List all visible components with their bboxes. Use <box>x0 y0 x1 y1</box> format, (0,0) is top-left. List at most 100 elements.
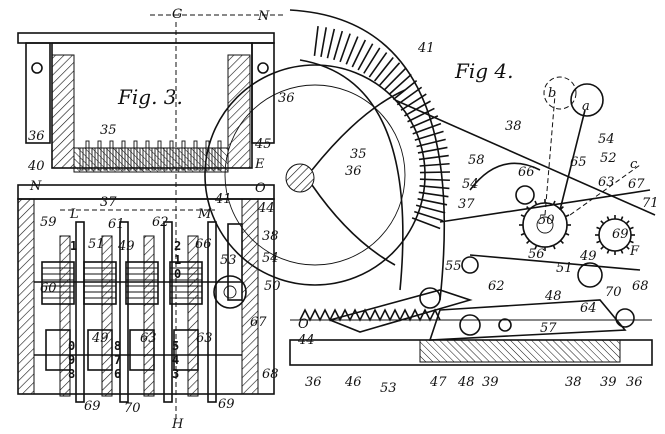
ref-label-55: 55 <box>445 259 462 274</box>
digit-lower: 7 <box>114 353 121 367</box>
ref-label-35: 35 <box>350 147 367 162</box>
type-pin <box>133 140 138 171</box>
ref-label-38b: 38 <box>565 375 582 390</box>
ref-label-L: L <box>69 207 79 222</box>
ref-label-G: G <box>172 7 182 22</box>
fig4-spoke-lower <box>311 184 396 266</box>
gear-tooth <box>629 226 634 230</box>
ref-label-63a: 63 <box>140 331 157 346</box>
gear-tooth <box>565 232 570 236</box>
ref-label-70: 70 <box>605 285 622 300</box>
digit-lower: 3 <box>172 367 179 381</box>
fig3-type-pins <box>79 140 222 171</box>
ref-label-b: b <box>548 86 556 101</box>
type-pin <box>151 147 156 171</box>
ref-label-69: 69 <box>612 227 629 242</box>
ref-label-54b: 54 <box>462 177 479 192</box>
fig4-gear-50-hub <box>536 216 554 234</box>
fig4-drum-outer-arc <box>289 9 446 301</box>
drum-tooth <box>339 33 351 63</box>
drum-tooth <box>333 30 344 61</box>
gear-tooth <box>526 239 531 244</box>
type-pin <box>85 140 90 171</box>
digit-lower: 8 <box>114 339 121 353</box>
gear-tooth <box>520 232 525 236</box>
ref-label-63: 63 <box>598 175 615 190</box>
drum-tooth <box>407 107 435 123</box>
ref-label-67: 67 <box>628 177 645 192</box>
type-pin <box>79 147 84 171</box>
fig4-main-wheel-inner <box>224 84 406 266</box>
drum-tooth <box>379 62 401 86</box>
gear-tooth <box>620 249 624 254</box>
ref-label-41: 41 <box>417 41 435 56</box>
ref-label-53: 53 <box>220 253 237 268</box>
fig4-lower-rack <box>299 308 441 322</box>
fig3-right-post-bolt <box>257 62 269 74</box>
gear-tooth <box>600 245 605 250</box>
fig4-handle-knob-b <box>543 76 577 110</box>
fig4-main-wheel <box>204 64 426 286</box>
drum-tooth <box>404 100 431 117</box>
vertical-plate <box>75 221 85 403</box>
feed-slide <box>143 235 155 397</box>
ref-label-66: 66 <box>518 165 535 180</box>
ref-label-65: 65 <box>570 155 587 170</box>
ref-label-49: 49 <box>579 249 597 264</box>
fig3-left-post <box>25 42 51 144</box>
ref-label-46: 46 <box>344 375 362 390</box>
digit-lower: 9 <box>68 353 75 367</box>
drum-tooth <box>409 115 439 129</box>
gear-tooth <box>600 220 605 225</box>
fig4-handle-knob-a <box>570 83 604 117</box>
fig4-handle-arm-b <box>544 94 556 216</box>
counting-wheel <box>169 261 203 305</box>
ref-label-68: 68 <box>262 367 279 382</box>
fig4-pivot-48 <box>419 287 441 309</box>
type-pin <box>193 140 198 171</box>
fig4-pivot-68 <box>615 308 635 328</box>
ref-label-36-mid: 36 <box>345 164 362 179</box>
gear-tooth <box>534 200 538 205</box>
ref-label-61: 61 <box>108 217 125 232</box>
gear-tooth <box>629 240 634 244</box>
ref-label-H: H <box>171 417 184 432</box>
ref-label-44: 44 <box>257 201 275 216</box>
drum-tooth <box>412 122 442 135</box>
ref-label-39a: 39 <box>482 375 499 390</box>
drum-tooth <box>351 39 367 68</box>
fig3-left-side-plate <box>17 198 35 395</box>
fig3-side-knob <box>213 275 247 309</box>
fig3-base-bar <box>17 184 275 200</box>
fig4-gear-62 <box>577 262 603 288</box>
ref-label-M: M <box>197 207 212 222</box>
ref-label-39b: 39 <box>600 375 617 390</box>
fig3-side-knob-hub <box>223 285 237 299</box>
drum-tooth <box>396 86 423 106</box>
ref-label-54: 54 <box>262 251 279 266</box>
ref-label-69a: 69 <box>84 399 101 414</box>
fig4-handle-arm-a <box>559 109 586 211</box>
ref-label-36-right: 36 <box>278 91 295 106</box>
fig3-type-bed <box>73 147 229 173</box>
feed-slide <box>187 235 199 397</box>
fig3-right-side-plate <box>241 198 259 395</box>
fig3-right-wall <box>227 54 251 169</box>
ref-label-O-mid: O <box>255 181 266 196</box>
ref-label-36-left: 36 <box>28 129 45 144</box>
ref-label-41: 41 <box>214 192 232 207</box>
fig3-left-post-bolt <box>31 62 43 74</box>
ref-label-58: 58 <box>468 153 485 168</box>
type-pin <box>199 147 204 171</box>
ref-label-49b: 49 <box>91 331 109 346</box>
type-pin <box>121 140 126 171</box>
fig4-title: Fig 4. <box>454 59 514 83</box>
ref-label-57: 57 <box>540 321 557 336</box>
digit-upper: 1 <box>70 239 77 253</box>
drum-tooth <box>373 57 394 82</box>
type-pin <box>211 147 216 171</box>
type-pin <box>145 140 150 171</box>
ref-label-44: 44 <box>297 333 315 348</box>
